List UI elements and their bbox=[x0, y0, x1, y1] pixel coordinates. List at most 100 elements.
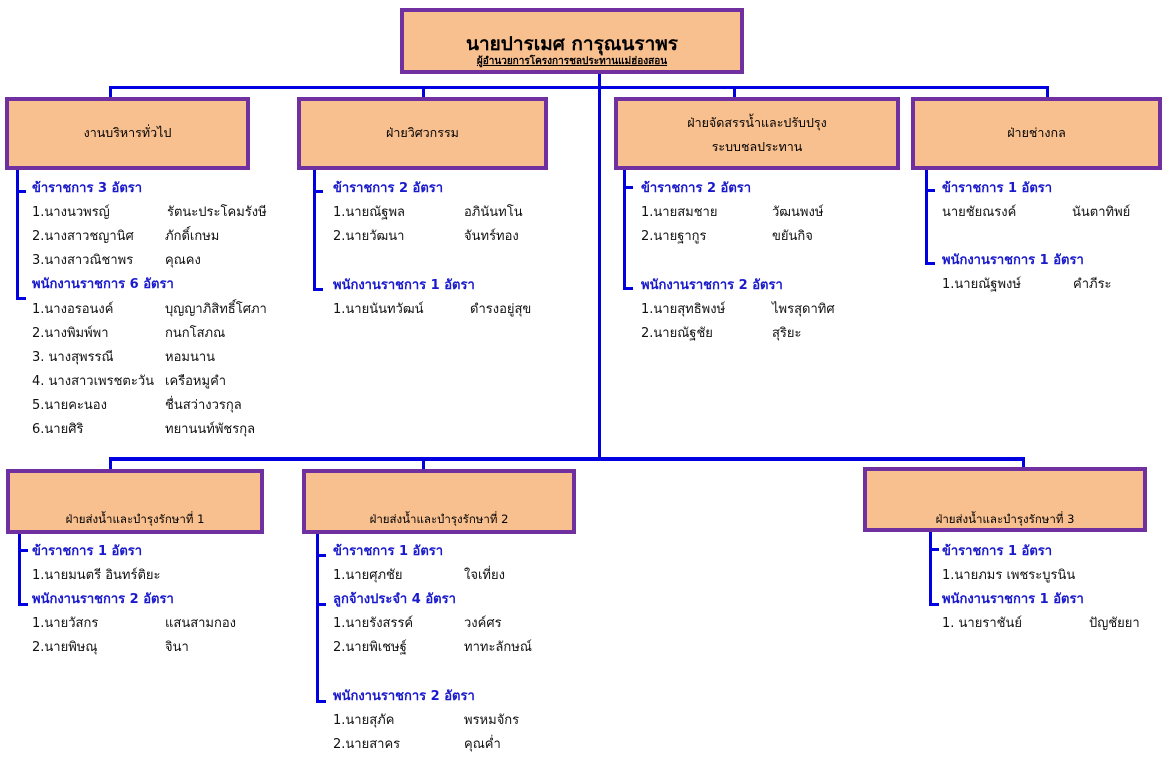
unit-box-mechanical: ฝ่ายช่างกล bbox=[911, 97, 1162, 170]
director-position: ผู้อำนวยการโครงการชลประทานแม่ฮ่องสอน bbox=[476, 56, 668, 67]
group-header: ลูกจ้างประจำ 4 อัตรา bbox=[333, 592, 456, 607]
group-header: พนักงานราชการ 2 อัตรา bbox=[32, 592, 174, 607]
unit-box-om-3: ฝ่ายส่งน้ำและบำรุงรักษาที่ 3 bbox=[863, 467, 1147, 532]
group-header: พนักงานราชการ 1 อัตรา bbox=[333, 278, 475, 293]
staff-row: 2.นางพิมพ์พากนกโสภณ bbox=[32, 322, 225, 343]
staff-row: 1.นายณัฐพงษ์คำภีระ bbox=[942, 273, 1112, 294]
staff-surname: บุญญาภิสิทธิ์โศภา bbox=[165, 302, 267, 317]
list-bracket bbox=[18, 534, 21, 606]
list-bracket-tick bbox=[925, 262, 935, 265]
group-header: พนักงานราชการ 1 อัตรา bbox=[942, 253, 1084, 268]
staff-name: 1.นายมนตรี อินทร์ติยะ bbox=[32, 568, 161, 583]
list-bracket bbox=[313, 170, 316, 291]
staff-surname: ภักดิ์เกษม bbox=[165, 229, 220, 244]
staff-row: 1.นางอรอนงค์ บุญญาภิสิทธิ์โศภา bbox=[32, 298, 267, 319]
staff-name: 1.นายณัฐพล bbox=[333, 205, 405, 220]
group-header: พนักงานราชการ 2 อัตรา bbox=[333, 689, 475, 704]
list-bracket bbox=[16, 170, 19, 300]
staff-name: 2.นายณัฐชัย bbox=[641, 326, 713, 341]
director-box: นายปารเมศ การุณนราพร ผู้อำนวยการโครงการช… bbox=[400, 8, 744, 74]
staff-name: 3. นางสุพรรณี bbox=[32, 350, 114, 365]
list-bracket-tick bbox=[313, 190, 323, 193]
unit-box-om-1: ฝ่ายส่งน้ำและบำรุงรักษาที่ 1 bbox=[6, 469, 264, 534]
group-header: ข้าราชการ 1 อัตรา bbox=[942, 544, 1053, 559]
staff-row: 2.นางสาวชญานิศภักดิ์เกษม bbox=[32, 225, 219, 246]
staff-row: 1.นายณัฐพลอภินันทโน bbox=[333, 201, 523, 222]
connector-drop bbox=[422, 457, 425, 471]
staff-surname: คำภีระ bbox=[1073, 277, 1112, 292]
staff-row: 1.นายมนตรี อินทร์ติยะ bbox=[32, 564, 161, 585]
staff-surname: ไพรสุดาทิศ bbox=[772, 302, 835, 317]
staff-name: 3.นางสาวณิชาพร bbox=[32, 253, 134, 268]
list-bracket-tick bbox=[18, 603, 28, 606]
group-header: ข้าราชการ 2 อัตรา bbox=[641, 181, 752, 196]
list-bracket-tick bbox=[929, 603, 939, 606]
connector-drop bbox=[109, 86, 112, 98]
staff-name: 5.นายคะนอง bbox=[32, 398, 107, 413]
staff-surname: คุณคง bbox=[165, 253, 201, 268]
staff-row: 3.นางสาวณิชาพร คุณคง bbox=[32, 249, 201, 270]
unit-title: ฝ่ายส่งน้ำและบำรุงรักษาที่ 2 bbox=[369, 512, 509, 526]
connector-top-bus bbox=[109, 86, 1049, 89]
group-header: ข้าราชการ 3 อัตรา bbox=[32, 181, 143, 196]
group-header: ข้าราชการ 2 อัตรา bbox=[333, 181, 444, 196]
staff-row: 1. นายราชันย์ ปัญชัยยา bbox=[942, 612, 1140, 633]
staff-surname: นันตาทิพย์ bbox=[1072, 205, 1131, 220]
staff-row: นายชัยณรงค์ นันตาทิพย์ bbox=[942, 201, 1130, 222]
list-bracket-tick bbox=[313, 288, 323, 291]
connector-drop bbox=[109, 457, 112, 471]
staff-name: 2.นายฐากูร bbox=[641, 229, 707, 244]
staff-surname: ทาทะลักษณ์ bbox=[464, 640, 532, 655]
group-header: ข้าราชการ 1 อัตรา bbox=[333, 544, 444, 559]
unit-title: ฝ่ายจัดสรรน้ำและปรับปรุง bbox=[687, 115, 827, 130]
staff-surname: จินา bbox=[165, 640, 189, 655]
staff-name: 1.นายสมชาย bbox=[641, 205, 718, 220]
director-name: นายปารเมศ การุณนราพร bbox=[465, 33, 678, 55]
list-bracket-tick bbox=[16, 297, 26, 300]
unit-box-water-allocation: ฝ่ายจัดสรรน้ำและปรับปรุง ระบบชลประทาน bbox=[614, 97, 900, 170]
staff-surname: แสนสามกอง bbox=[165, 616, 237, 631]
staff-row: 3. นางสุพรรณี หอมนาน bbox=[32, 346, 215, 367]
list-bracket-tick bbox=[18, 549, 28, 552]
staff-row: 2.นายพิษณุจินา bbox=[32, 636, 189, 657]
staff-surname: วงค์ศร bbox=[464, 616, 502, 631]
staff-surname: ปัญชัยยา bbox=[1089, 616, 1140, 631]
staff-surname: หอมนาน bbox=[165, 350, 216, 365]
staff-name: 1. นายราชันย์ bbox=[942, 616, 1022, 631]
staff-name: 1.นายนันทวัฒน์ bbox=[333, 302, 424, 317]
list-bracket-tick bbox=[929, 548, 939, 551]
list-bracket-tick bbox=[316, 700, 326, 703]
unit-title: งานบริหารทั่วไป bbox=[83, 125, 172, 140]
staff-name: 1.นางนวพรญ์ bbox=[32, 205, 110, 220]
staff-row: 2.นายณัฐชัย สุริยะ bbox=[641, 322, 802, 343]
unit-title: ฝ่ายช่างกล bbox=[1007, 125, 1066, 140]
staff-name: นายชัยณรงค์ bbox=[942, 205, 1017, 220]
list-bracket-tick bbox=[316, 603, 326, 606]
list-bracket bbox=[316, 534, 319, 703]
staff-name: 1.นางอรอนงค์ bbox=[32, 302, 114, 317]
group-header: พนักงานราชการ 1 อัตรา bbox=[942, 592, 1084, 607]
unit-box-om-2: ฝ่ายส่งน้ำและบำรุงรักษาที่ 2 bbox=[302, 469, 576, 534]
staff-surname: รัตนะประโคมรังษี bbox=[167, 205, 267, 220]
connector-drop bbox=[1022, 457, 1025, 471]
staff-name: 4. นางสาวเพรชตะวัน bbox=[32, 374, 155, 389]
connector-drop bbox=[1046, 86, 1049, 98]
connector-bottom-bus bbox=[109, 457, 1025, 461]
group-header: ข้าราชการ 1 อัตรา bbox=[942, 181, 1053, 196]
staff-surname: ดำรงอยู่สุข bbox=[470, 302, 532, 317]
staff-name: 1.นายรังสรรค์ bbox=[333, 616, 414, 631]
staff-name: 1.นายสุทธิพงษ์ bbox=[641, 302, 726, 317]
staff-surname: ใจเที่ยง bbox=[464, 568, 505, 583]
staff-name: 1.นายศุภชัย bbox=[333, 568, 403, 583]
list-bracket-tick bbox=[623, 186, 633, 189]
staff-surname: จันทร์ทอง bbox=[464, 229, 519, 244]
unit-title: ฝ่ายส่งน้ำและบำรุงรักษาที่ 3 bbox=[935, 512, 1075, 526]
staff-surname: วัฒนพงษ์ bbox=[772, 205, 824, 220]
staff-name: 1.นายภมร เพชระบูรนิน bbox=[942, 568, 1076, 583]
staff-row: 2.นายสาครคุณค่ำ bbox=[333, 733, 501, 754]
staff-row: 1.นายศุภชัย ใจเที่ยง bbox=[333, 564, 505, 585]
staff-row: 4. นางสาวเพรชตะวันเครือหมูคำ bbox=[32, 370, 226, 391]
staff-row: 1.นายสุทธิพงษ์ ไพรสุดาทิศ bbox=[641, 298, 835, 319]
list-bracket-tick bbox=[623, 287, 633, 290]
staff-surname: สุริยะ bbox=[772, 326, 802, 341]
